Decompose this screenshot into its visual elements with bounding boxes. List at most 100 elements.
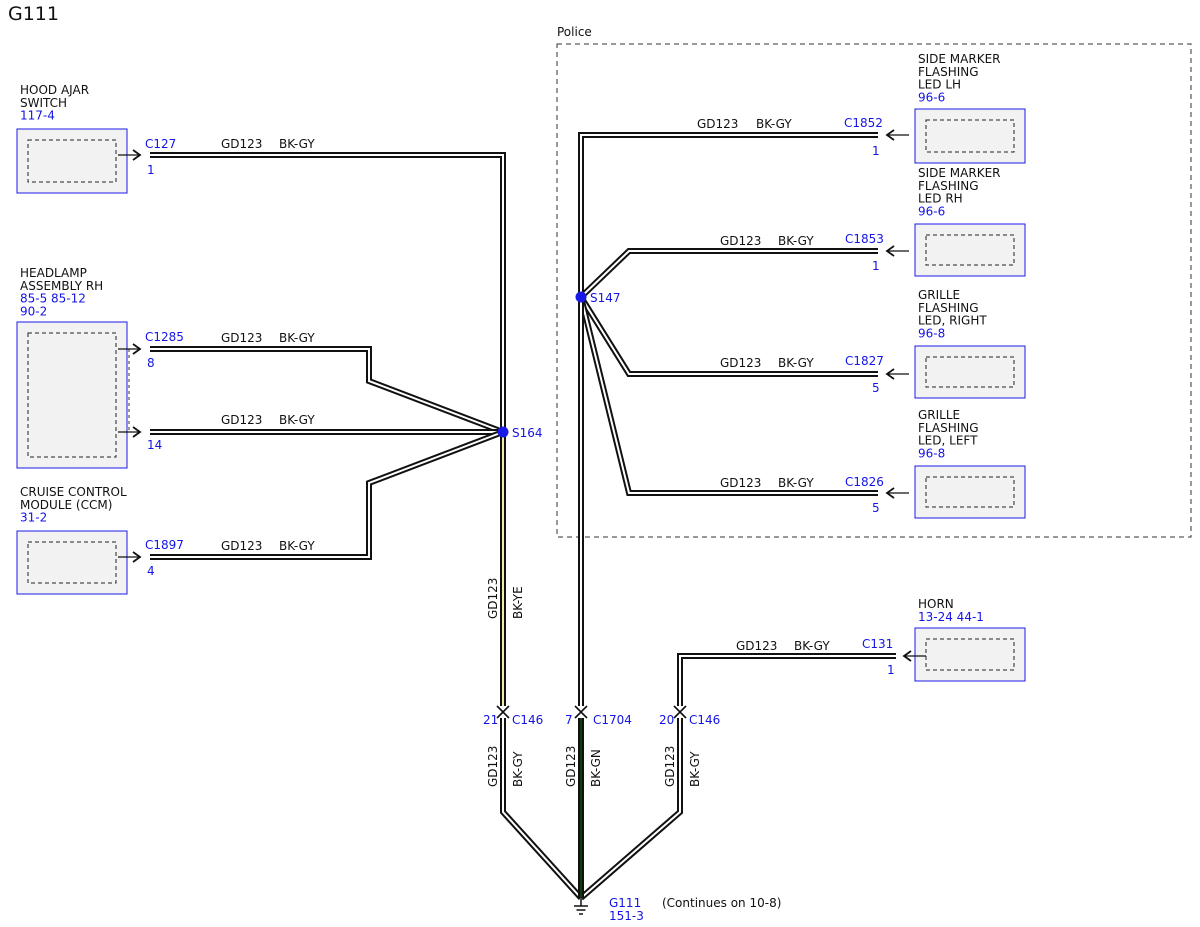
grille-led-right-name-line: FLASHING (918, 301, 979, 315)
c1853-chevron (885, 245, 895, 257)
wire-hl14-color-label: BK-GY (279, 413, 315, 427)
s164-splice-dot (497, 426, 509, 438)
c1285-14-pin-number: 14 (147, 438, 162, 452)
c1285-14-chevron (132, 426, 142, 438)
wire-c146-20-down-outline (579, 718, 683, 901)
wire-ccm-core (150, 431, 504, 558)
c127-chevron (132, 149, 142, 161)
c146-20-pin: 20 (659, 713, 674, 727)
wire-smlh-outline (578, 132, 878, 297)
wire-c1704-down-color-label: BK-GN (589, 749, 603, 787)
wire-horn-color-label: BK-GY (794, 639, 830, 653)
wire-grr-color-label: BK-GY (778, 356, 814, 370)
wire-s164-down-circuit-label: GD123 (486, 578, 500, 619)
c1853-connector-name: C1853 (845, 232, 884, 246)
wire-hl8-circuit-label: GD123 (221, 331, 262, 345)
side-marker-rh-box (914, 223, 1026, 277)
hood-ajar-switch-name-line: HOOD AJAR (20, 83, 89, 97)
horn-inner-outline (925, 638, 1015, 671)
c146-20-chevron-lower (673, 710, 687, 719)
grille-led-left-box (914, 465, 1026, 519)
c1852-connector-name: C1852 (844, 116, 883, 130)
wire-c146-21-down-core (502, 718, 582, 899)
wire-hl8-color-label: BK-GY (279, 331, 315, 345)
horn-ref: 13-24 44-1 (918, 610, 984, 624)
wire-s164-down-color-label: BK-YE (511, 586, 525, 619)
ground-continues-note: (Continues on 10-8) (662, 896, 781, 910)
c1897-pin-number: 4 (147, 564, 155, 578)
grille-led-left-name-line: GRILLE (918, 408, 960, 422)
wire-c1704-down-circuit-label: GD123 (564, 746, 578, 787)
page-title: G111 (8, 3, 59, 25)
c1897-chevron (132, 551, 142, 563)
wire-smrh-core (580, 250, 878, 298)
wire-smlh-circuit-label: GD123 (697, 117, 738, 131)
police-region-border (556, 43, 1192, 538)
police-region-label: Police (557, 25, 592, 39)
c1826-chevron (885, 487, 895, 499)
wire-smlh-core (580, 134, 878, 297)
c1897-connector-name: C1897 (145, 538, 184, 552)
wire-smrh-outline (578, 248, 878, 300)
c131-chevron (902, 650, 912, 662)
headlamp-assembly-rh-name-line: ASSEMBLY RH (20, 279, 103, 293)
wire-grl-circuit-label: GD123 (720, 476, 761, 490)
ground-name: G111 (609, 896, 641, 910)
wire-grr-core (580, 296, 878, 375)
side-marker-rh-ref: 96-6 (918, 204, 945, 218)
wire-smrh-color-label: BK-GY (778, 234, 814, 248)
c146-20-name: C146 (689, 713, 720, 727)
wire-hood-circuit-label: GD123 (221, 137, 262, 151)
c1704-7-name: C1704 (593, 713, 632, 727)
headlamp-assembly-rh-ref: 85-5 85-12 (20, 292, 86, 306)
c1285-8-chevron (132, 343, 142, 355)
horn-box (914, 627, 1026, 682)
grille-led-right-name-line: GRILLE (918, 288, 960, 302)
wire-c146-21-down-circuit-label: GD123 (486, 746, 500, 787)
wire-smlh-color-label: BK-GY (756, 117, 792, 131)
c1826-connector-name: C1826 (845, 475, 884, 489)
wire-grl-core (580, 296, 878, 494)
wire-hl8-outline (150, 346, 505, 435)
wire-c146-20-down-core (580, 718, 681, 899)
wire-ccm-outline (150, 429, 505, 560)
wire-horn-outline (677, 653, 896, 706)
c1704-7-pin: 7 (565, 713, 573, 727)
headlamp-assembly-rh-ref: 90-2 (20, 304, 47, 318)
horn-name-line: HORN (918, 597, 954, 611)
headlamp-assembly-rh-inner-outline (27, 332, 117, 458)
c1852-pin-number: 1 (872, 144, 880, 158)
cruise-control-module-ref: 31-2 (20, 511, 47, 525)
ground-ref: 151-3 (609, 909, 644, 923)
grille-led-right-name-line: LED, RIGHT (918, 314, 987, 328)
c127-pin-number: 1 (147, 163, 155, 177)
wire-hood-outline (150, 152, 506, 432)
cruise-control-module-box (16, 530, 128, 595)
c1285-8-connector-name: C1285 (145, 330, 184, 344)
wire-c146-20-down-color-label: BK-GY (688, 751, 702, 787)
s147-splice-dot (575, 291, 587, 303)
side-marker-rh-name-line: SIDE MARKER (918, 166, 1000, 180)
headlamp-assembly-rh-box (16, 321, 128, 469)
wire-grl-outline (578, 296, 878, 496)
wire-c146-21-down-color-label: BK-GY (511, 751, 525, 787)
c1852-chevron (885, 129, 895, 141)
grille-led-right-ref: 96-8 (918, 326, 945, 340)
side-marker-rh-name-line: FLASHING (918, 179, 979, 193)
hood-ajar-switch-name-line: SWITCH (20, 96, 67, 110)
wire-c146-21-down-outline (500, 718, 584, 901)
wire-c146-20-down-circuit-label: GD123 (663, 746, 677, 787)
c1826-pin-number: 5 (872, 501, 880, 515)
side-marker-lh-ref: 96-6 (918, 90, 945, 104)
wire-hood-core (150, 154, 504, 432)
wire-grl-color-label: BK-GY (778, 476, 814, 490)
grille-led-left-name-line: FLASHING (918, 421, 979, 435)
s147-splice-label: S147 (590, 291, 621, 305)
hood-ajar-switch-box (16, 128, 128, 194)
grille-led-left-inner-outline (925, 476, 1015, 508)
c1827-chevron (885, 368, 895, 380)
wire-ccm-color-label: BK-GY (279, 539, 315, 553)
side-marker-rh-name-line: LED RH (918, 192, 963, 206)
cruise-control-module-name-line: MODULE (CCM) (20, 498, 112, 512)
